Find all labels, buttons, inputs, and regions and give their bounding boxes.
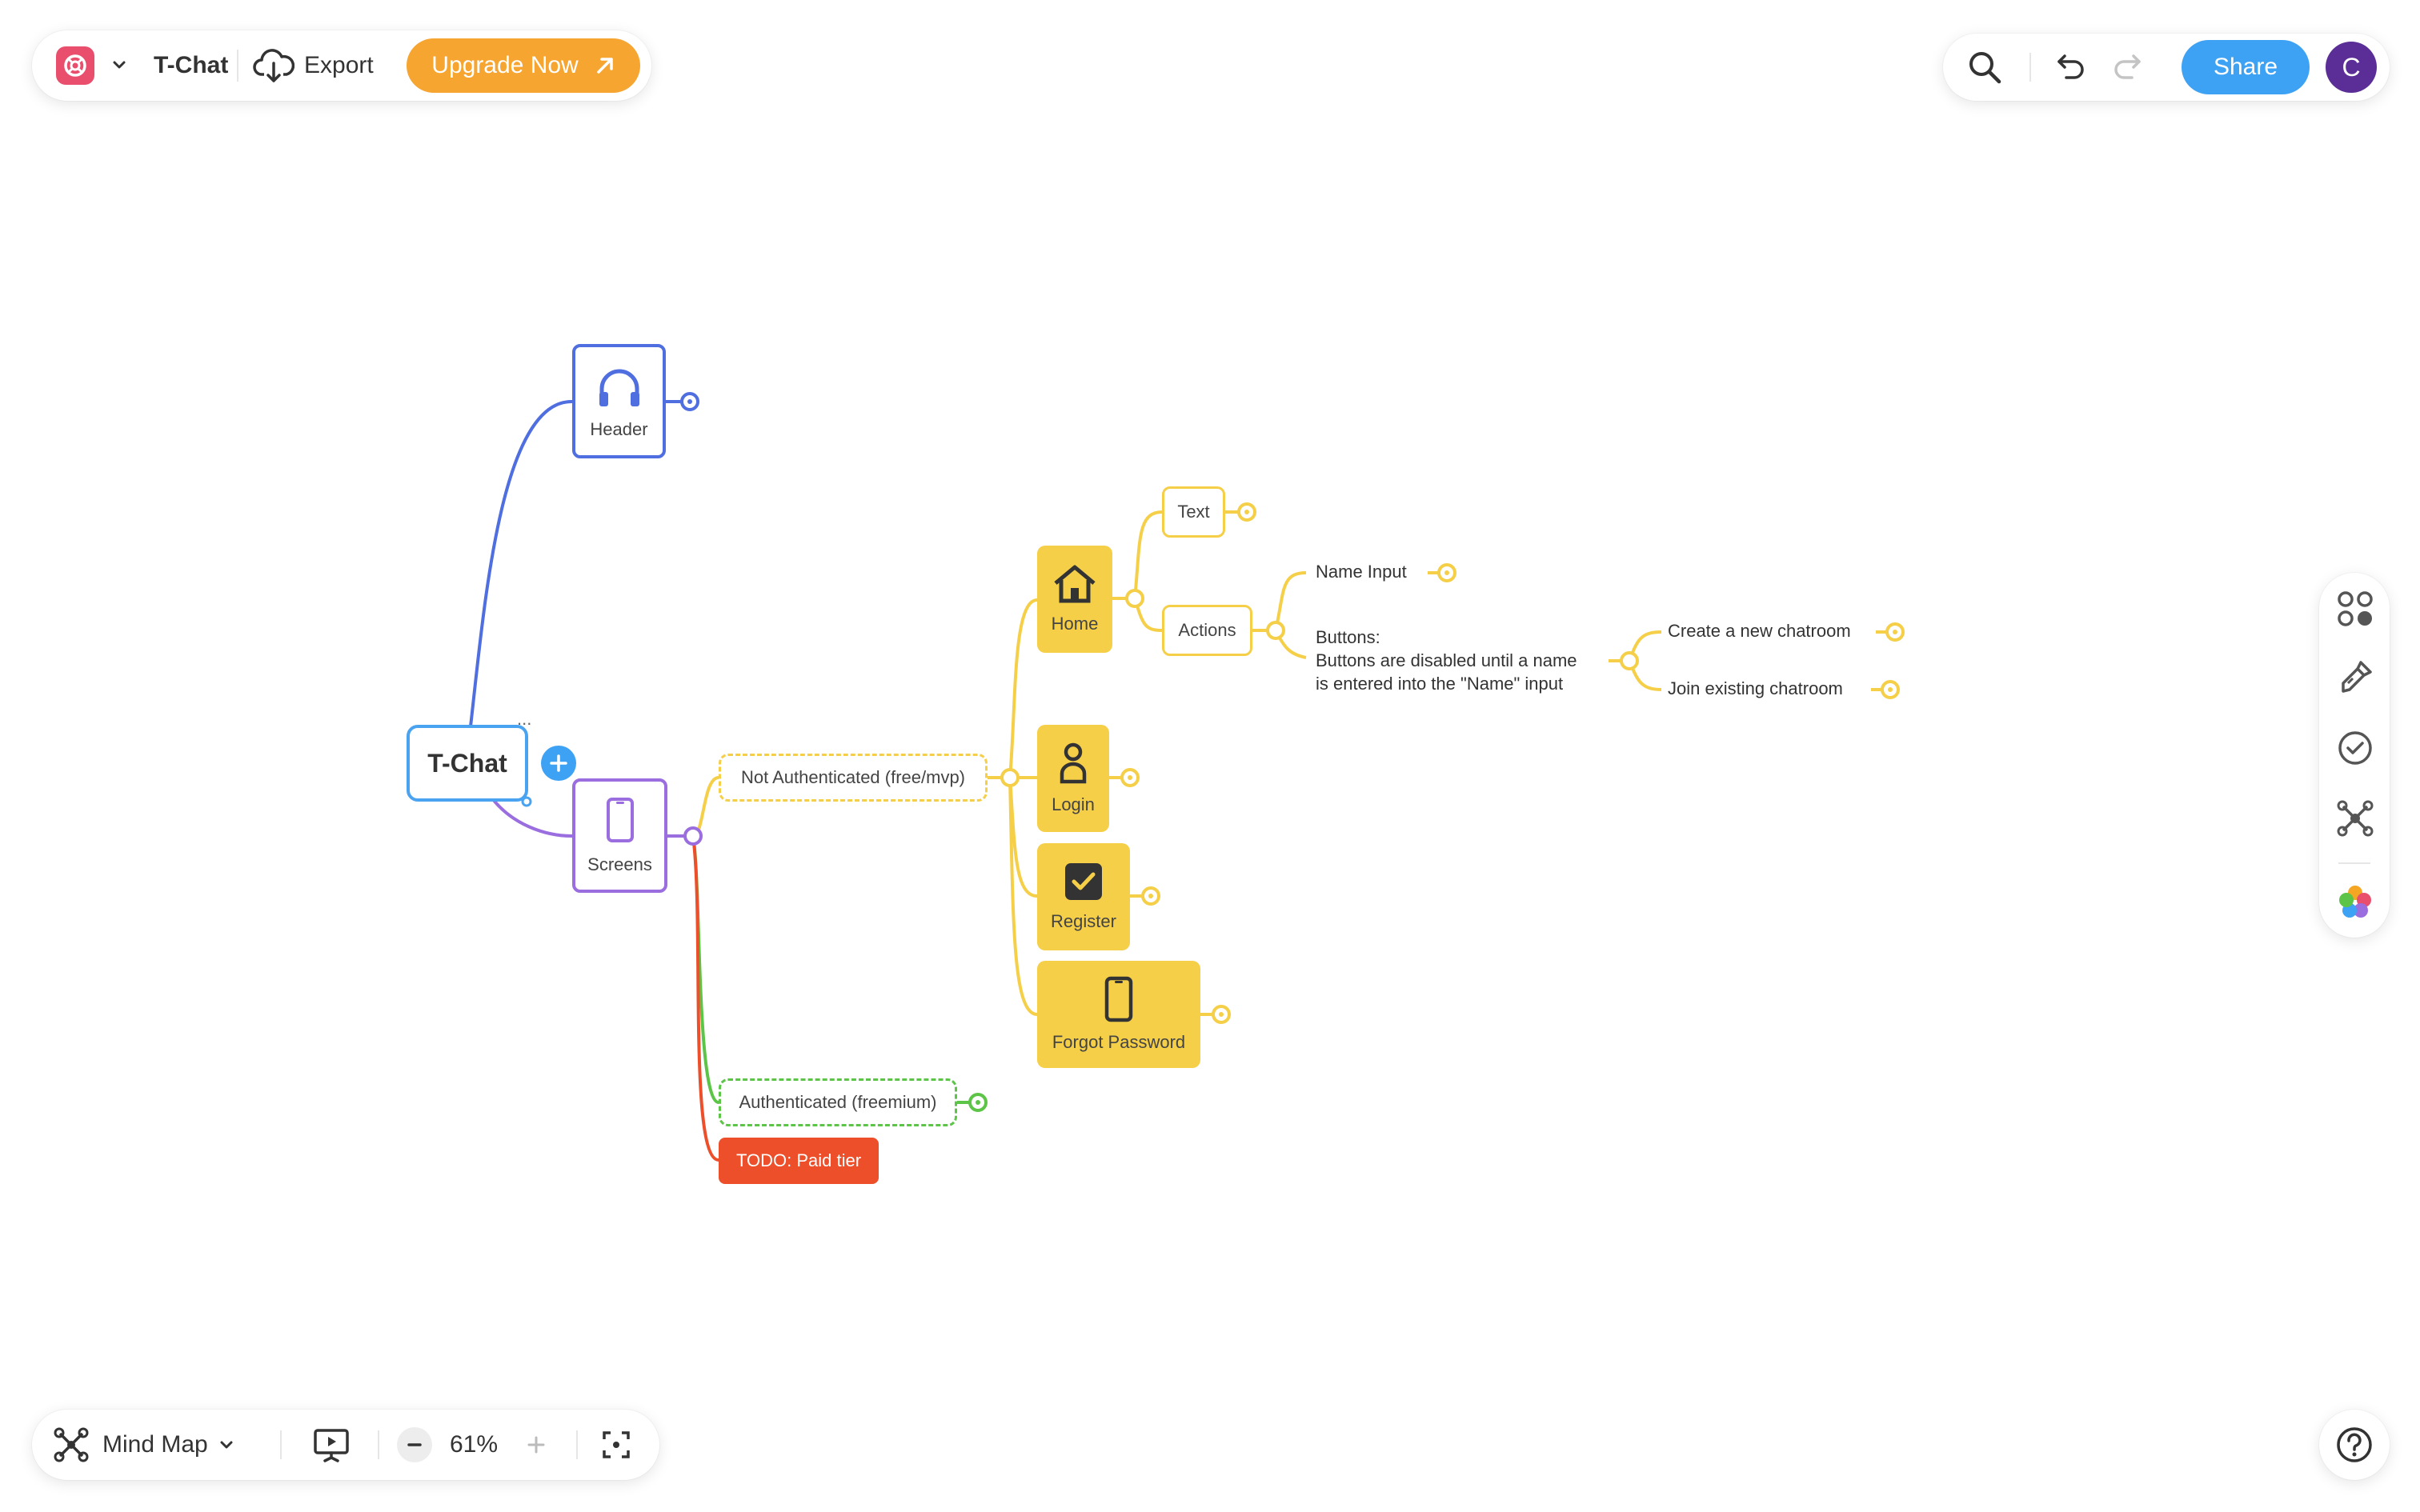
node-home-label: Home (1051, 614, 1099, 634)
node-actions[interactable]: Actions (1162, 605, 1252, 656)
brand-logo-icon (64, 54, 86, 77)
cloud-download-icon (253, 49, 294, 82)
tool-panel-divider (2338, 862, 2370, 864)
node-screens-label: Screens (587, 854, 652, 874)
node-text-label: Text (1177, 502, 1210, 522)
node-authenticated-label: Authenticated (freemium) (739, 1092, 937, 1112)
zoom-in-icon[interactable] (527, 1435, 546, 1454)
upgrade-now-button[interactable]: Upgrade Now (407, 38, 640, 93)
buttons-note-line: is entered into the "Name" input (1316, 674, 1564, 694)
document-title[interactable]: T-Chat (154, 52, 229, 78)
toolbar-divider (378, 1430, 379, 1459)
toolbar-divider (237, 50, 238, 82)
export-label: Export (304, 52, 374, 78)
plus-icon (550, 754, 567, 772)
node-header-label: Header (590, 418, 648, 439)
add-node-button[interactable] (541, 746, 576, 781)
view-mode-label: Mind Map (102, 1431, 208, 1458)
right-tool-panel (2319, 573, 2390, 938)
arrow-up-right-icon (596, 58, 613, 74)
home-icon (1054, 565, 1096, 603)
zoom-level: 61% (450, 1431, 499, 1458)
toolbar-divider (576, 1430, 578, 1459)
root-node-label: T-Chat (427, 748, 507, 778)
help-button[interactable] (2319, 1410, 2390, 1480)
node-login-label: Login (1052, 794, 1095, 814)
root-node-t-chat[interactable]: T-Chat (407, 725, 528, 802)
node-buttons-note[interactable]: Buttons: Buttons are disabled until a na… (1316, 626, 1577, 695)
color-theme-icon[interactable] (2337, 883, 2374, 920)
checkbox-icon (1065, 863, 1102, 900)
avatar[interactable]: C (2326, 42, 2377, 93)
share-button[interactable]: Share (2182, 40, 2310, 94)
node-not-authenticated-label: Not Authenticated (free/mvp) (740, 767, 966, 787)
mindmap-structure-icon[interactable] (2337, 800, 2374, 837)
top-right-toolbar: Share C (1943, 34, 2390, 101)
check-circle-icon[interactable] (2337, 730, 2374, 766)
node-todo-label: TODO: Paid tier (735, 1150, 862, 1170)
layout-icon[interactable] (2337, 590, 2374, 627)
chevron-down-icon (220, 1441, 233, 1449)
node-authenticated[interactable]: Authenticated (freemium) (719, 1078, 957, 1126)
toolbar-divider (2029, 53, 2031, 82)
node-create-chatroom[interactable]: Create a new chatroom (1668, 621, 1851, 641)
undo-icon[interactable] (2055, 51, 2087, 83)
buttons-note-title: Buttons: (1316, 627, 1380, 647)
phone-icon (606, 797, 634, 842)
avatar-initial: C (2342, 52, 2361, 82)
node-forgot-password[interactable]: Forgot Password (1037, 961, 1200, 1068)
node-text[interactable]: Text (1162, 486, 1225, 538)
node-login[interactable]: Login (1037, 725, 1109, 832)
node-actions-label: Actions (1178, 620, 1236, 640)
node-register-label: Register (1051, 911, 1116, 931)
redo-icon[interactable] (2111, 51, 2143, 83)
view-mode-selector[interactable]: Mind Map (53, 1424, 234, 1466)
fit-screen-icon[interactable] (602, 1430, 631, 1459)
node-forgot-password-label: Forgot Password (1052, 1032, 1186, 1052)
node-more-dots[interactable]: ... (517, 709, 532, 729)
node-home[interactable]: Home (1037, 546, 1112, 653)
zoom-out-button[interactable] (397, 1427, 432, 1462)
toolbar-divider (280, 1430, 282, 1459)
style-brush-icon[interactable] (2337, 659, 2374, 696)
collapse-knob (680, 392, 1905, 1112)
phone-icon (1104, 976, 1133, 1022)
bottom-left-toolbar: Mind Map 61% (32, 1410, 659, 1480)
chevron-down-icon[interactable] (112, 59, 126, 70)
presentation-icon[interactable] (312, 1426, 351, 1464)
headphones-icon (599, 369, 639, 406)
node-todo-paid-tier[interactable]: TODO: Paid tier (719, 1138, 879, 1184)
node-screens[interactable]: Screens (572, 778, 667, 893)
top-left-toolbar: T-Chat Export Upgrade Now (32, 30, 651, 101)
user-icon (1060, 742, 1087, 784)
node-register[interactable]: Register (1037, 843, 1130, 950)
search-icon[interactable] (1967, 50, 2002, 85)
node-name-input[interactable]: Name Input (1316, 562, 1407, 582)
buttons-note-line: Buttons are disabled until a name (1316, 650, 1577, 670)
export-button[interactable]: Export (253, 45, 374, 86)
upgrade-label: Upgrade Now (431, 52, 579, 78)
node-not-authenticated[interactable]: Not Authenticated (free/mvp) (719, 754, 988, 802)
brand-logo-button[interactable] (56, 46, 94, 85)
mindmap-icon (54, 1427, 89, 1462)
share-label: Share (2213, 54, 2278, 80)
minus-icon (407, 1443, 422, 1446)
help-icon (2337, 1427, 2372, 1462)
node-join-chatroom[interactable]: Join existing chatroom (1668, 678, 1843, 698)
node-header[interactable]: Header (572, 344, 666, 458)
